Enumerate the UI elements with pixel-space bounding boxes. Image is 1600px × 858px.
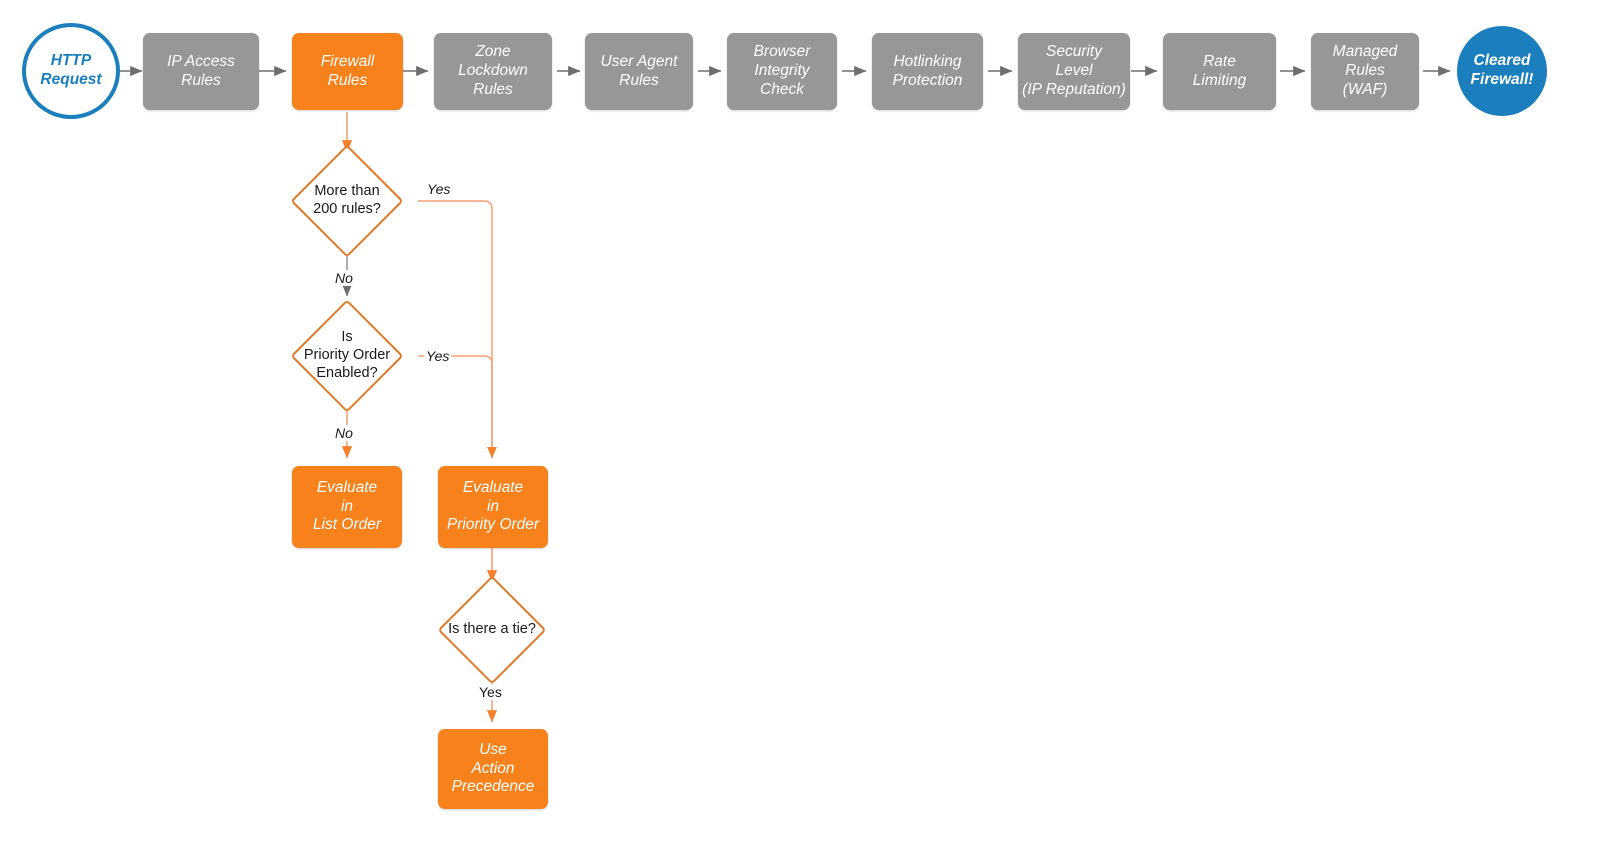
node-http-request-label: HTTP Request (40, 52, 102, 88)
node-managed-rules-waf[interactable]: Managed Rules (WAF) (1311, 33, 1419, 110)
node-security-level-label: Security Level (IP Reputation) (1022, 43, 1126, 98)
edge-label-priority-enabled-no: No (333, 425, 355, 441)
node-firewall-rules[interactable]: Firewall Rules (292, 33, 403, 110)
node-cleared-firewall-label: Cleared Firewall! (1470, 52, 1534, 88)
edge-more-rules-yes (418, 200, 497, 459)
decision-more-than-200-rules[interactable]: More than 200 rules? (276, 144, 418, 258)
action-evaluate-in-priority-order-label: Evaluate in Priority Order (446, 478, 540, 534)
node-user-agent-rules[interactable]: User Agent Rules (585, 33, 693, 110)
node-cleared-firewall[interactable]: Cleared Firewall! (1457, 26, 1547, 116)
action-use-action-precedence[interactable]: Use Action Precedence (438, 729, 548, 809)
decision-more-than-200-rules-label: More than 200 rules? (313, 183, 381, 217)
decision-is-there-a-tie-label: Is there a tie? (448, 621, 536, 638)
decision-is-priority-order-enabled-label: Is Priority Order Enabled? (303, 329, 391, 381)
node-managed-rules-waf-label: Managed Rules (WAF) (1332, 43, 1398, 98)
edge-label-more-rules-yes: Yes (425, 181, 453, 197)
node-browser-integrity-check-label: Browser Integrity Check (753, 43, 811, 98)
action-evaluate-in-priority-order[interactable]: Evaluate in Priority Order (438, 466, 548, 548)
action-evaluate-in-list-order[interactable]: Evaluate in List Order (292, 466, 402, 548)
edge-label-priority-enabled-yes: Yes (424, 348, 452, 364)
node-ip-access-rules[interactable]: IP Access Rules (143, 33, 259, 110)
node-rate-limiting-label: Rate Limiting (1192, 52, 1247, 89)
node-firewall-rules-label: Firewall Rules (320, 52, 375, 89)
edge-label-more-rules-no: No (333, 270, 355, 286)
node-security-level[interactable]: Security Level (IP Reputation) (1018, 33, 1130, 110)
node-browser-integrity-check[interactable]: Browser Integrity Check (727, 33, 837, 110)
action-use-action-precedence-label: Use Action Precedence (451, 740, 535, 796)
node-hotlinking-protection[interactable]: Hotlinking Protection (872, 33, 983, 110)
edge-priority-enabled-yes (418, 355, 497, 459)
node-hotlinking-protection-label: Hotlinking Protection (892, 52, 963, 89)
node-http-request[interactable]: HTTP Request (22, 23, 120, 119)
decision-is-priority-order-enabled[interactable]: Is Priority Order Enabled? (276, 299, 418, 413)
node-user-agent-rules-label: User Agent Rules (600, 52, 678, 89)
node-zone-lockdown-rules-label: Zone Lockdown Rules (458, 43, 528, 98)
node-zone-lockdown-rules[interactable]: Zone Lockdown Rules (434, 33, 552, 110)
node-rate-limiting[interactable]: Rate Limiting (1163, 33, 1276, 110)
decision-is-there-a-tie[interactable]: Is there a tie? (424, 575, 560, 685)
node-ip-access-rules-label: IP Access Rules (167, 52, 235, 89)
action-evaluate-in-list-order-label: Evaluate in List Order (312, 478, 382, 534)
edge-label-tie-yes: Yes (477, 684, 504, 700)
